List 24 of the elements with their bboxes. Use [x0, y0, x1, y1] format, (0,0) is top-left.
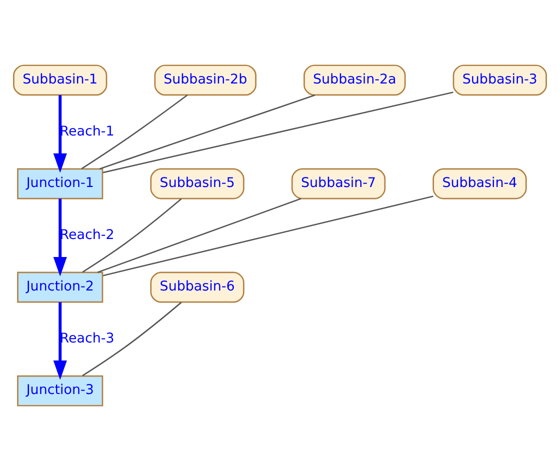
arrow	[53, 94, 67, 172]
node-box: Subbasin-7	[291, 168, 386, 199]
node-box: Subbasin-2b	[154, 64, 256, 96]
connector	[102, 195, 434, 276]
node-box: Junction-2	[17, 271, 104, 302]
connector	[82, 301, 182, 376]
connector	[82, 198, 182, 272]
edge-label: Reach-3	[60, 330, 114, 346]
connector	[99, 94, 316, 169]
node-box: Subbasin-2a	[304, 64, 406, 96]
node-box: Subbasin-3	[452, 64, 547, 96]
edge-label: Reach-1	[60, 124, 114, 139]
node-box: Subbasin-4	[432, 168, 527, 199]
node-box: Junction-1	[17, 168, 104, 199]
connector	[102, 91, 454, 173]
arrow	[53, 198, 67, 276]
connector	[81, 94, 188, 169]
node-box: Subbasin-5	[150, 168, 244, 199]
node-box: Subbasin-6	[150, 271, 244, 302]
node-box: Junction-3	[17, 374, 104, 406]
connector	[97, 198, 302, 273]
edge-label: Reach-2	[60, 227, 114, 242]
node-box: Subbasin-1	[13, 64, 108, 96]
arrow	[53, 302, 67, 380]
